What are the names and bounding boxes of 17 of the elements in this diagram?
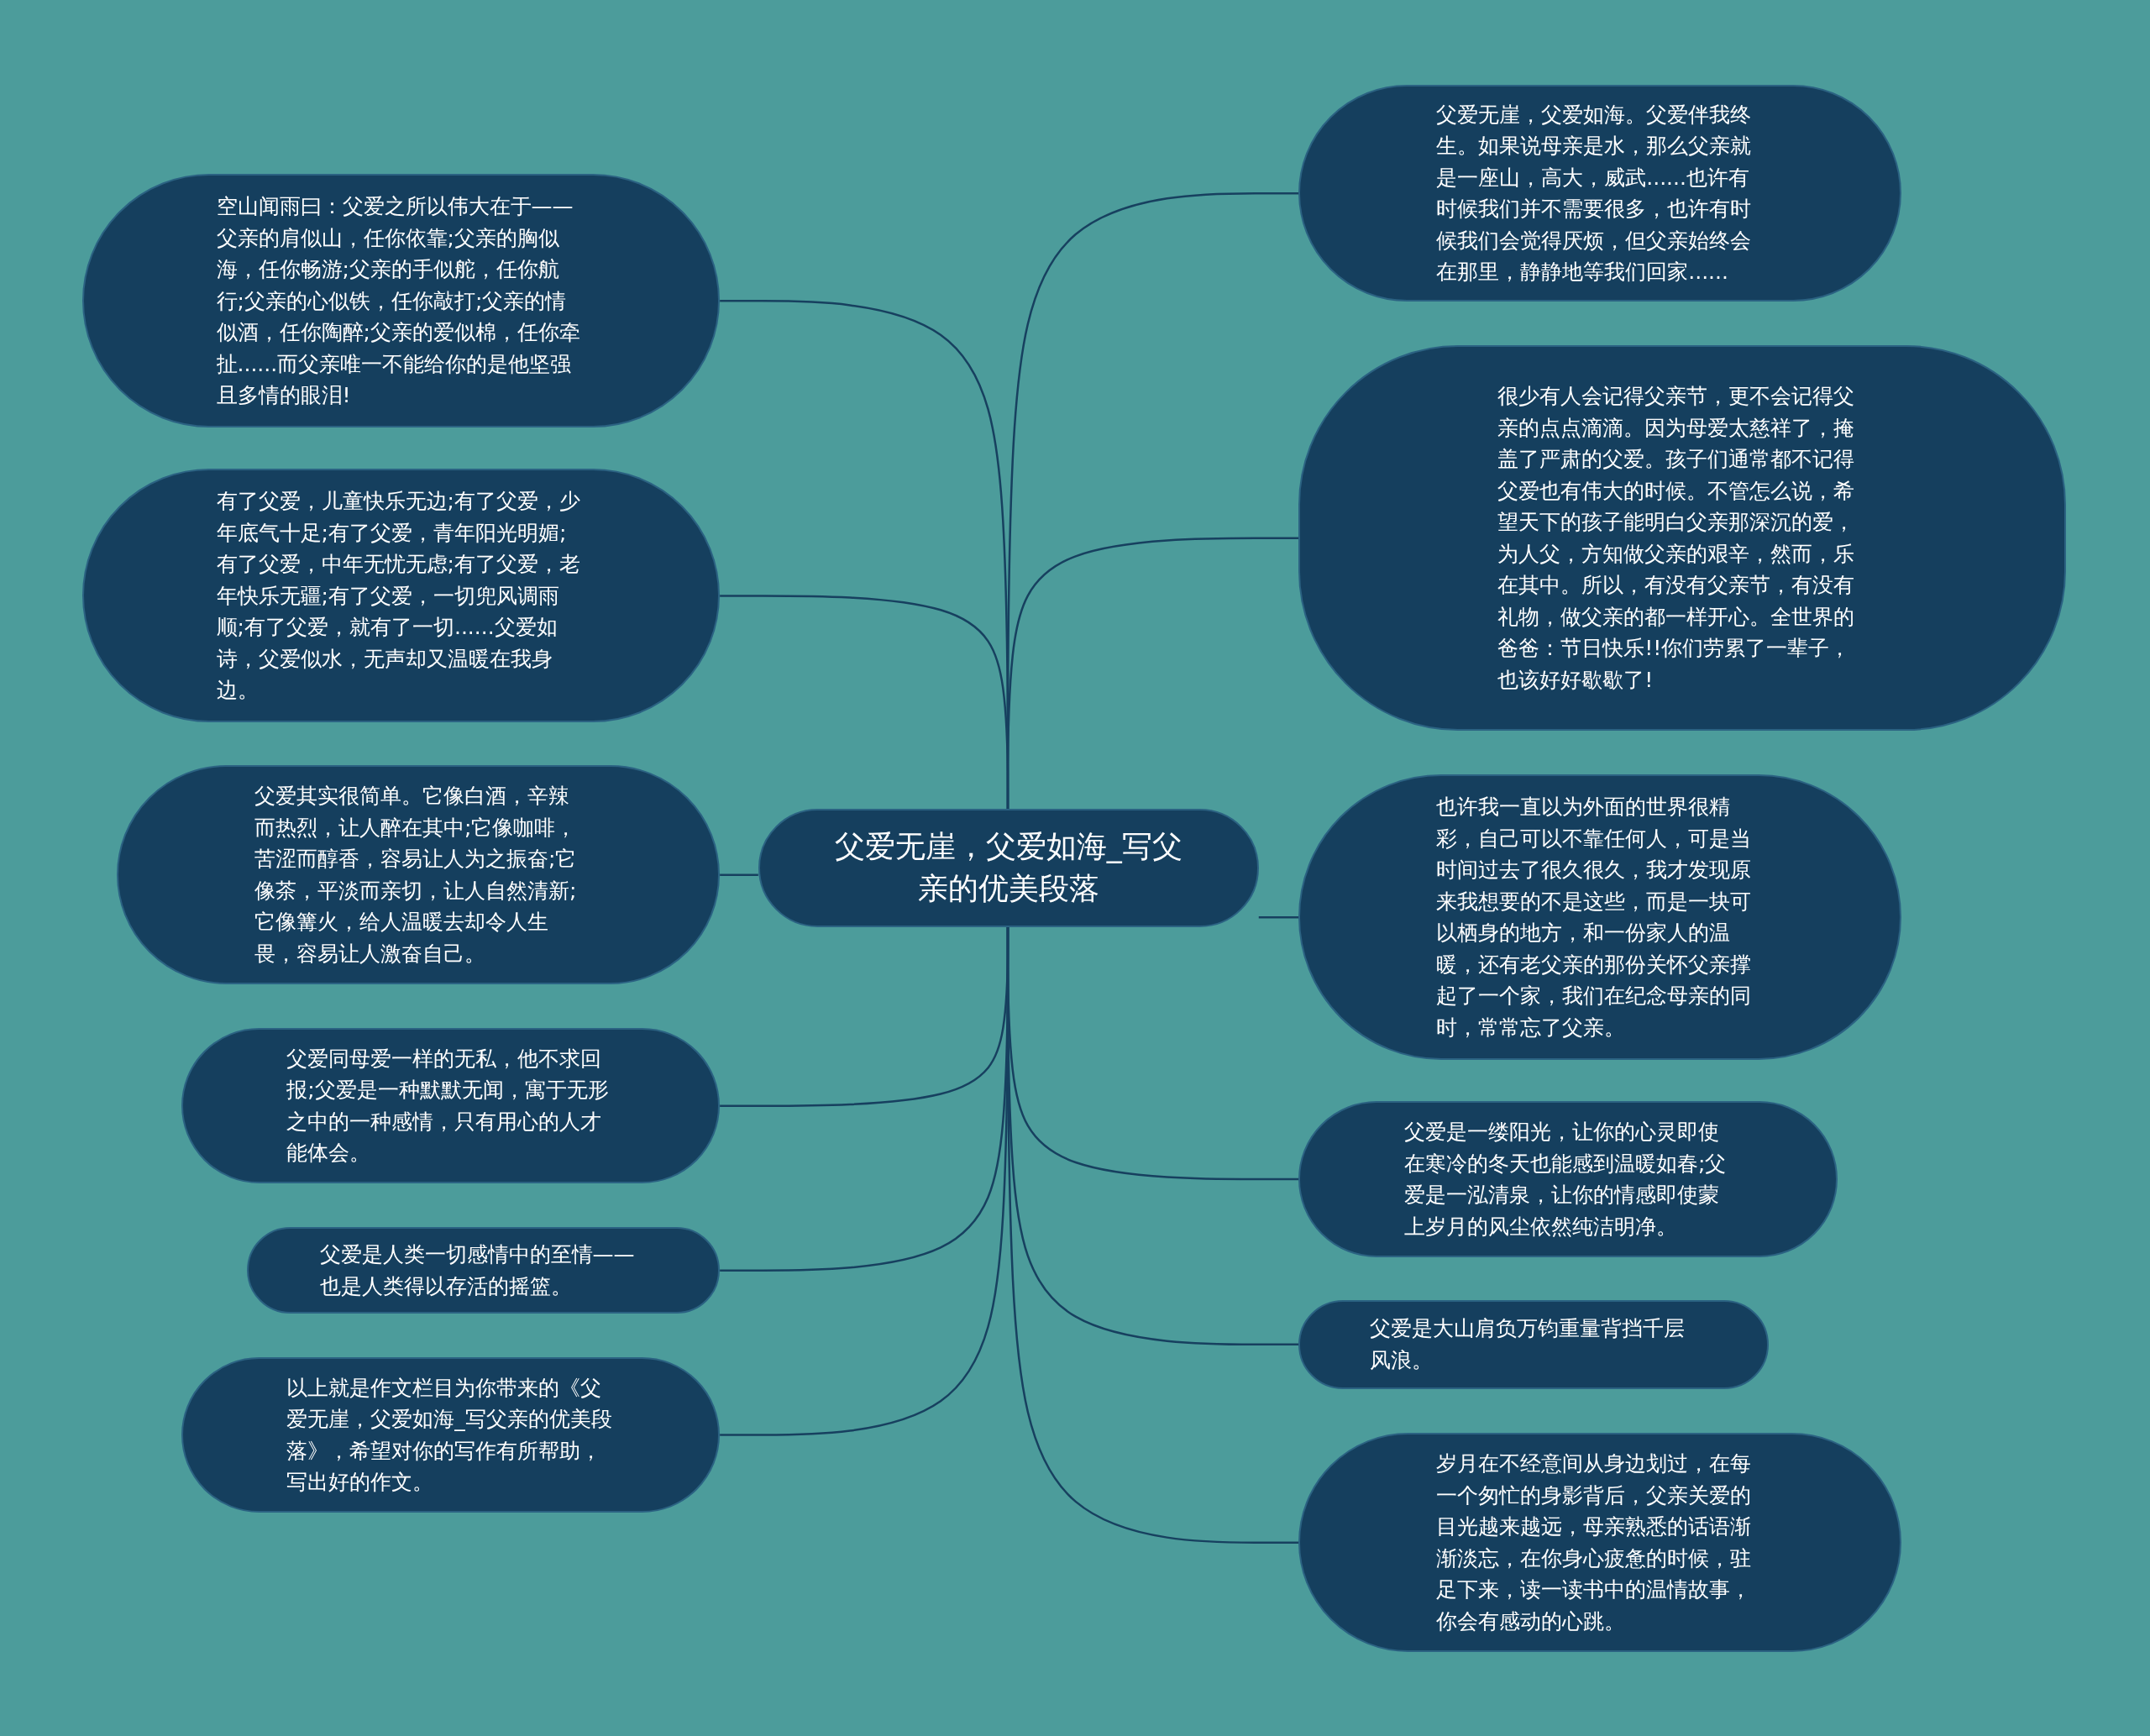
node-text: 很少有人会记得父亲节，更不会记得父亲的点点滴滴。因为母爱太慈祥了，掩盖了严肃的父爱。孩子们通常都不记得父爱也有伟大的时候。不管怎么说，希望天下的孩子能明白父亲那深沉的爱，为人父，方知做父亲的艰辛，然而，乐在其中。所以，有没有父亲节，有没有礼物，做父亲的都一样开心。全世界的爸爸：节日快乐!!你们劳累了一辈子，也该好好歇歇了! <box>1497 383 1856 694</box>
connector-line <box>1006 537 1299 810</box>
node-text: 岁月在不经意间从身边划过，在每一个匆忙的身影背后，父亲关爱的目光越来越远，母亲熟悉的话语渐渐淡忘，在你身心疲惫的时候，驻足下来，读一读书中的温情故事，你会有感动的心跳。 <box>1436 1450 1753 1635</box>
connector-line <box>1258 916 1299 919</box>
node-text: 以上就是作文栏目为你带来的《父爱无崖，父爱如海_写父亲的优美段落》，希望对你的写作有所帮助，写出好的作文。 <box>286 1374 613 1497</box>
node-text: 空山闻雨曰：父爱之所以伟大在于——父亲的肩似山，任你依靠;父亲的胸似海，任你畅游;父亲的手似舵，任你航行;父亲的心似铁，任你敲打;父亲的情似酒，任你陶醉;父亲的爱似棉，任你牵扯......而父亲唯一不能给你的是他坚强且多情的眼泪! <box>216 193 581 410</box>
node-text: 父爱其实很简单。它像白酒，辛辣而热烈，让人醉在其中;它像咖啡，苦涩而醇香，容易让人为之振奋;它像茶，平淡而亲切，让人自然清新;它像篝火，给人温暖去却令人生畏，容易让人激奋自己。 <box>254 783 578 968</box>
node-text: 父爱是人类一切感情中的至情——也是人类得以存活的摇篮。 <box>319 1241 636 1300</box>
node-text: 父爱无崖，父爱如海_写父亲的优美段落 <box>833 828 1183 908</box>
node-text: 也许我一直以为外面的世界很精彩，自己可以不靠任何人，可是当时间过去了很久很久，我才发现原来我想要的不是这些，而是一块可以栖身的地方，和一份家人的温暖，还有老父亲的那份关怀父亲撑起了一个家，我们在纪念母亲的同时，常常忘了父亲。 <box>1436 794 1753 1041</box>
connector-line <box>720 873 758 876</box>
connector-line <box>1006 926 1299 1544</box>
node-text: 父爱是一缕阳光，让你的心灵即使在寒冷的冬天也能感到温暖如春;父爱是一泓清泉，让你的情感即使蒙上岁月的风尘依然纯洁明净。 <box>1403 1119 1728 1240</box>
node-text: 有了父爱，儿童快乐无边;有了父爱，少年底气十足;有了父爱，青年阳光明媚;有了父爱，中年无忧无虑;有了父爱，老年快乐无疆;有了父爱，一切兜风调雨顺;有了父爱，就有了一切......父爱如诗，父爱似水，无声却又温暖在我身边。 <box>216 488 581 705</box>
node-text: 父爱无崖，父爱如海。父爱伴我终生。如果说母亲是水，那么父亲就是一座山，高大，威武......也许有时候我们并不需要很多，也许有时候我们会觉得厌烦，但父亲始终会在那里，静静地等我们回家...... <box>1436 101 1753 286</box>
node-text: 父爱是大山肩负万钧重量背挡千层风浪。 <box>1370 1315 1686 1374</box>
node-text: 父爱同母爱一样的无私，他不求回报;父爱是一种默默无闻，寓于无形之中的一种感情，只有用心的人才能体会。 <box>286 1045 610 1167</box>
